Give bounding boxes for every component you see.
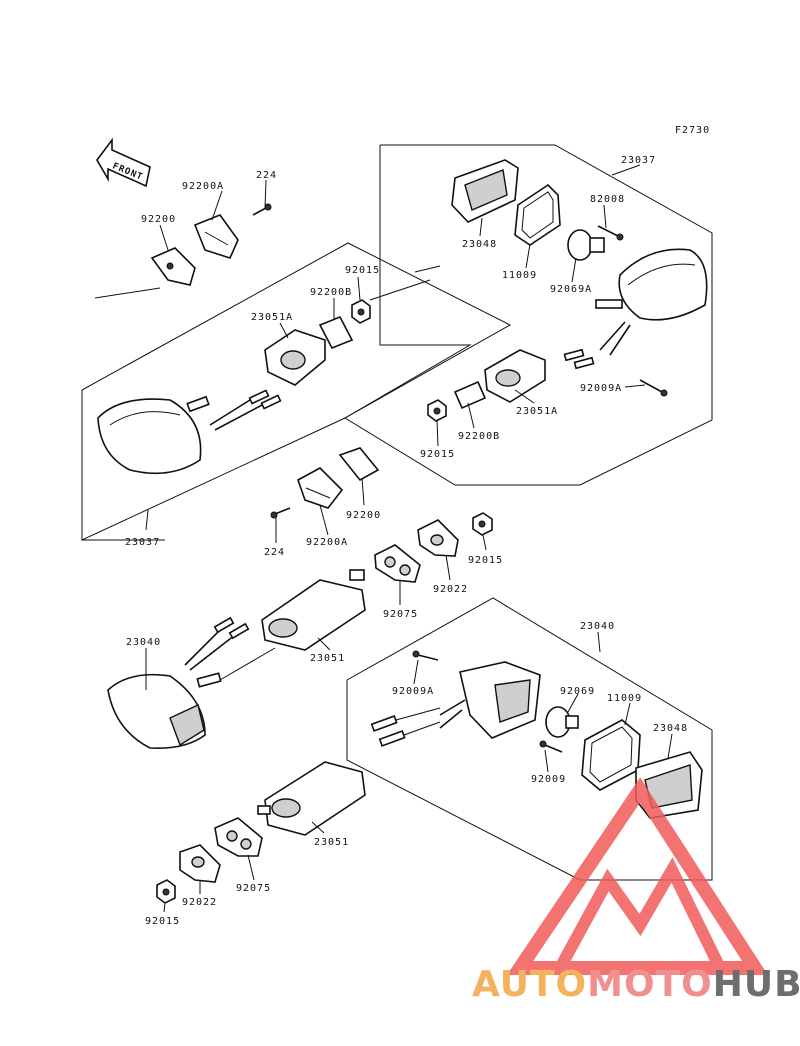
screw-92009a-bottom	[412, 650, 439, 661]
bulb-92069	[545, 706, 579, 738]
screw-224-mid	[270, 507, 291, 519]
leader-lines	[145, 164, 673, 913]
label-92009: 92009	[531, 774, 566, 785]
socket-23051a-right	[484, 349, 546, 403]
nut-92015-right	[427, 399, 447, 422]
screw-224-top	[252, 203, 272, 216]
grommet-92022-low	[179, 844, 221, 883]
front-arrow-icon: FRONT	[96, 137, 151, 188]
label-23048-top: 23048	[462, 239, 497, 250]
nut-92015-lower	[472, 512, 493, 536]
label-92069a: 92069A	[550, 284, 592, 295]
label-11009-bottom: 11009	[607, 693, 642, 704]
nut-92015-mid	[351, 299, 371, 324]
label-92075-right: 92075	[383, 609, 418, 620]
plate-92200b-mid	[318, 315, 354, 350]
label-11009-top: 11009	[502, 270, 537, 281]
label-23051a-right: 23051A	[516, 406, 558, 417]
watermark-auto: AUTO	[472, 964, 587, 1005]
label-23051-low: 23051	[314, 837, 349, 848]
label-92200a-top: 92200A	[182, 181, 224, 192]
bracket-92200	[150, 247, 196, 286]
socket-23051-low	[257, 761, 366, 836]
watermark-triangle-icon	[506, 777, 768, 975]
screw-82008	[597, 225, 624, 241]
label-23037-top: 23037	[621, 155, 656, 166]
bulb-92069a	[567, 229, 605, 261]
plate-92200-mid	[338, 447, 380, 482]
watermark-mountain-icon	[549, 857, 730, 974]
plate-92200b-right	[453, 380, 487, 410]
grommet-92075-right	[374, 544, 421, 583]
label-92015-lower: 92015	[468, 555, 503, 566]
label-23051-mid: 23051	[310, 653, 345, 664]
label-92009a-top: 92009A	[580, 383, 622, 394]
label-23048-bottom: 23048	[653, 723, 688, 734]
socket-23051a-left	[264, 329, 326, 386]
label-82008: 82008	[590, 194, 625, 205]
frame-lines	[81, 144, 713, 881]
label-92015-bottom: 92015	[145, 916, 180, 927]
label-92015-right: 92015	[420, 449, 455, 460]
label-92009a-bottom: 92009A	[392, 686, 434, 697]
signal-housing-right	[595, 248, 708, 356]
gasket-11009-bottom	[581, 719, 641, 791]
label-23051a-left: 23051A	[251, 312, 293, 323]
label-92200b-mid: 92200B	[310, 287, 352, 298]
watermark-logo	[506, 777, 768, 975]
grommet-92075-low	[214, 817, 263, 857]
screw-92009a-top	[639, 379, 668, 397]
watermark-hub: HUB	[713, 964, 800, 1005]
label-92015-mid: 92015	[345, 265, 380, 276]
label-92075-low: 92075	[236, 883, 271, 894]
label-23040-left: 23040	[126, 637, 161, 648]
bracket-92200a-mid	[297, 467, 344, 509]
label-92200b-right: 92200B	[458, 431, 500, 442]
label-224-mid: 224	[264, 547, 285, 558]
signal-housing-left	[97, 389, 282, 475]
nut-92015-bottom	[156, 879, 176, 904]
signal-housing-23040	[107, 616, 276, 750]
wire-connector-right	[563, 348, 595, 370]
socket-23051-mid	[261, 569, 366, 651]
grommet-92022-right	[417, 519, 459, 557]
watermark-moto: MOTO	[587, 964, 713, 1005]
label-224-top: 224	[256, 170, 277, 181]
gasket-11009-top	[514, 183, 561, 246]
label-92200-mid: 92200	[346, 510, 381, 521]
label-23037-left: 23037	[125, 537, 160, 548]
diagram-code: F2730	[675, 125, 710, 136]
label-23040-right: 23040	[580, 621, 615, 632]
lens-23048-top	[451, 159, 519, 223]
signal-housing-bottom-right	[370, 661, 541, 747]
watermark-text: AUTOMOTOHUB	[472, 964, 800, 1005]
bracket-92200a-top	[193, 214, 239, 259]
label-92200-top: 92200	[141, 214, 176, 225]
screw-92009	[539, 740, 563, 753]
label-92022-right: 92022	[433, 584, 468, 595]
label-92200a-mid: 92200A	[306, 537, 348, 548]
label-92022-low: 92022	[182, 897, 217, 908]
label-92069: 92069	[560, 686, 595, 697]
